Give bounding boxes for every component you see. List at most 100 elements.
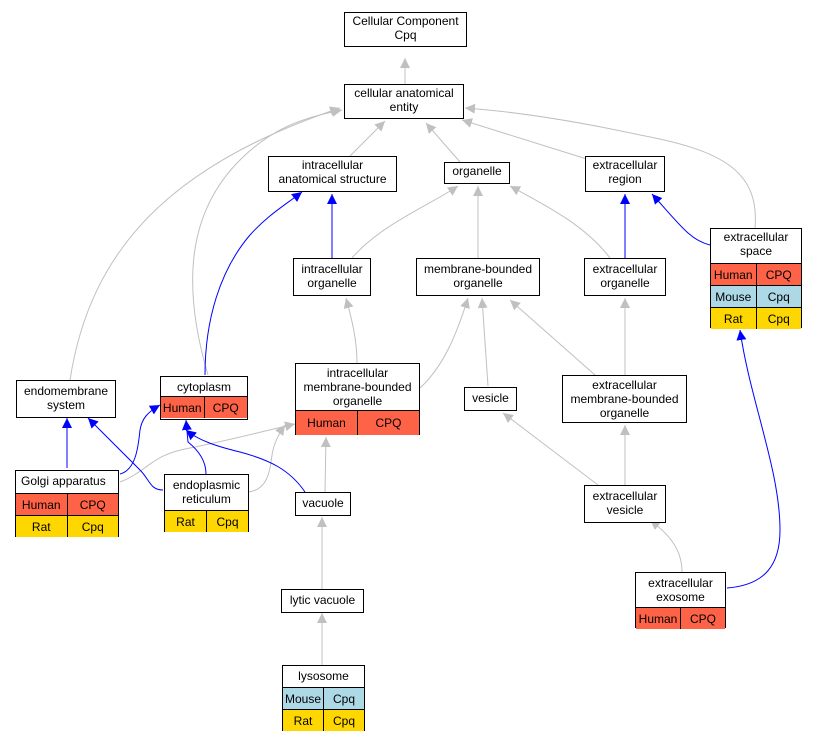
species-cell: Rat bbox=[16, 516, 67, 537]
node-lysosome[interactable]: lysosome Mouse Cpq Rat Cpq bbox=[282, 665, 365, 731]
node-title: intracellular anatomical structure bbox=[278, 158, 387, 186]
edge-cytoplasm-to-ias bbox=[204, 191, 303, 376]
node-cytoplasm[interactable]: cytoplasm Human CPQ bbox=[160, 376, 248, 420]
species-row: Mouse Cpq bbox=[283, 687, 364, 709]
species-cell: Mouse bbox=[711, 286, 756, 307]
species-cell: Rat bbox=[165, 511, 206, 532]
node-intracellular-organelle[interactable]: intracellular organelle bbox=[293, 258, 371, 296]
species-cell: Human bbox=[296, 411, 357, 435]
edge-ecvesicle-to-vesicle bbox=[502, 412, 599, 486]
node-cellular-component[interactable]: Cellular Component Cpq bbox=[344, 12, 467, 47]
node-title: Golgi apparatus bbox=[21, 474, 106, 488]
node-title: cytoplasm bbox=[176, 380, 232, 394]
gene-cell: Cpq bbox=[323, 688, 364, 709]
node-title: cellular anatomical entity bbox=[354, 86, 454, 114]
species-row: Rat Cpq bbox=[711, 307, 801, 329]
node-extracellular-region[interactable]: extracellular region bbox=[585, 156, 665, 192]
edge-ecregion-to-cae bbox=[461, 118, 591, 161]
edge-golgi-to-cytoplasm bbox=[119, 404, 161, 475]
node-title: extracellular region bbox=[592, 158, 658, 186]
node-title: extracellular exosome bbox=[648, 576, 713, 604]
edge-ecspace-to-ecregion bbox=[651, 193, 711, 246]
gene-cell: Cpq bbox=[755, 286, 801, 307]
node-title: organelle bbox=[452, 164, 502, 178]
species-row: Human CPQ bbox=[711, 263, 801, 285]
edge-ecorganelle-to-organelle bbox=[509, 185, 611, 259]
species-row: Human CPQ bbox=[636, 607, 725, 629]
edge-golgi-to-intrambo bbox=[119, 421, 296, 483]
node-endoplasmic-reticulum[interactable]: endoplasmic reticulum Rat Cpq bbox=[164, 474, 249, 532]
gene-cell: CPQ bbox=[680, 608, 725, 629]
edge-vacuole-to-intrambo bbox=[320, 436, 331, 493]
edge-exosome-to-ecspace bbox=[726, 329, 781, 589]
edge-exosome-to-ecvesicle bbox=[649, 519, 683, 573]
node-title: lysosome bbox=[298, 669, 349, 683]
edge-endomembrane-to-cae bbox=[69, 106, 341, 381]
node-title: extracellular membrane-bounded organelle bbox=[570, 378, 679, 420]
edge-intrambo-to-intraorganelle bbox=[343, 297, 358, 364]
node-title: lytic vacuole bbox=[289, 593, 356, 607]
node-title: membrane-bounded organelle bbox=[423, 262, 533, 290]
node-membrane-bounded-organelle[interactable]: membrane-bounded organelle bbox=[416, 258, 540, 296]
node-title: Cellular Component Cpq bbox=[352, 14, 459, 42]
node-title: endomembrane system bbox=[23, 384, 109, 412]
species-cell: Rat bbox=[711, 308, 756, 329]
edge-vesicle-to-mbo bbox=[477, 297, 489, 387]
node-extracellular-organelle[interactable]: extracellular organelle bbox=[584, 258, 666, 296]
node-title: extracellular space bbox=[723, 230, 789, 258]
node-golgi-apparatus[interactable]: Golgi apparatus Human CPQ Rat Cpq bbox=[15, 470, 119, 537]
gene-cell: CPQ bbox=[66, 494, 118, 515]
node-title: intracellular membrane-bounded organelle bbox=[303, 366, 412, 408]
gene-cell: Cpq bbox=[755, 308, 801, 329]
node-title: vacuole bbox=[302, 496, 344, 510]
node-vesicle[interactable]: vesicle bbox=[464, 387, 517, 411]
node-extracellular-membrane-bounded-organelle[interactable]: extracellular membrane-bounded organelle bbox=[562, 375, 687, 423]
gene-cell: Cpq bbox=[323, 710, 364, 731]
species-cell: Rat bbox=[283, 710, 323, 731]
species-cell: Human bbox=[161, 397, 204, 418]
species-row: Human CPQ bbox=[16, 493, 118, 515]
species-row: Rat Cpq bbox=[283, 709, 364, 731]
edge-er-to-cytoplasm bbox=[181, 419, 207, 475]
species-row: Mouse Cpq bbox=[711, 285, 801, 307]
node-intracellular-anatomical-structure[interactable]: intracellular anatomical structure bbox=[268, 156, 397, 192]
node-extracellular-exosome[interactable]: extracellular exosome Human CPQ bbox=[635, 572, 726, 629]
edge-organelle-to-cae bbox=[425, 122, 461, 163]
node-title: extracellular organelle bbox=[592, 262, 658, 290]
node-extracellular-vesicle[interactable]: extracellular vesicle bbox=[584, 485, 666, 523]
edge-ecspace-to-cae bbox=[464, 103, 756, 229]
species-row: Human CPQ bbox=[296, 410, 419, 435]
species-row: Rat Cpq bbox=[16, 515, 118, 537]
gene-cell: CPQ bbox=[357, 411, 419, 435]
species-row: Human CPQ bbox=[161, 396, 247, 418]
node-title: endoplasmic reticulum bbox=[172, 478, 241, 506]
edge-cytoplasm-to-cae bbox=[192, 106, 343, 376]
gene-cell: Cpq bbox=[66, 516, 118, 537]
node-title: intracellular organelle bbox=[301, 262, 363, 290]
gene-cell: CPQ bbox=[755, 264, 801, 285]
node-extracellular-space[interactable]: extracellular space Human CPQ Mouse Cpq … bbox=[710, 228, 802, 329]
species-row: Rat Cpq bbox=[165, 510, 248, 532]
gene-cell: Cpq bbox=[206, 511, 248, 532]
edge-er-to-intrambo bbox=[247, 424, 286, 493]
node-vacuole[interactable]: vacuole bbox=[295, 492, 351, 516]
node-title: vesicle bbox=[472, 391, 509, 405]
node-organelle[interactable]: organelle bbox=[444, 162, 510, 184]
edge-ecmbo-to-mbo bbox=[509, 299, 596, 376]
species-cell: Mouse bbox=[283, 688, 323, 709]
species-cell: Human bbox=[16, 494, 67, 515]
node-title: extracellular vesicle bbox=[592, 489, 658, 517]
species-cell: Human bbox=[711, 264, 756, 285]
edge-vacuole-to-cytoplasm bbox=[185, 429, 306, 493]
edge-er-to-endomembrane bbox=[87, 417, 164, 491]
species-cell: Human bbox=[636, 608, 680, 629]
node-cellular-anatomical-entity[interactable]: cellular anatomical entity bbox=[344, 84, 464, 119]
gene-cell: CPQ bbox=[203, 397, 247, 418]
edge-ias-to-cae bbox=[349, 120, 386, 157]
node-intracellular-membrane-bounded-organelle[interactable]: intracellular membrane-bounded organelle… bbox=[295, 363, 420, 435]
node-lytic-vacuole[interactable]: lytic vacuole bbox=[281, 589, 364, 613]
edge-intraorganelle-to-organelle bbox=[351, 185, 459, 259]
edge-intrambo-to-mbo bbox=[419, 297, 470, 389]
node-endomembrane-system[interactable]: endomembrane system bbox=[16, 380, 116, 418]
